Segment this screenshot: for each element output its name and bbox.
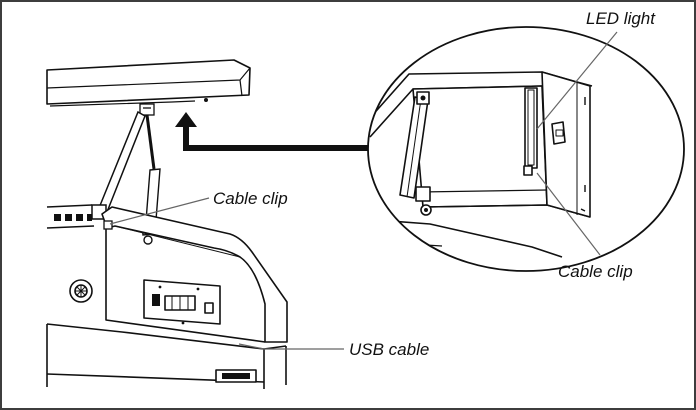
usb-cable-leader (238, 343, 344, 350)
lid-support-arm (91, 110, 146, 220)
cable-clip-left-label: Cable clip (213, 189, 288, 208)
cable-clip-left-leader (109, 197, 210, 225)
cable-clip-left-marker (103, 220, 113, 230)
usb-cable-label: USB cable (349, 340, 429, 359)
lid-hinge (139, 103, 155, 116)
cable-clip-right-label: Cable clip (558, 262, 633, 281)
cabinet-body (46, 204, 288, 389)
arrow-icon (175, 112, 374, 151)
callout-leader-lines (109, 31, 618, 350)
led-light-label: LED light (586, 9, 656, 28)
led-light-leader (536, 31, 618, 130)
lid-panel (46, 59, 251, 107)
detail-circle-icon (367, 26, 685, 272)
cable-clip-right-leader (536, 172, 601, 256)
